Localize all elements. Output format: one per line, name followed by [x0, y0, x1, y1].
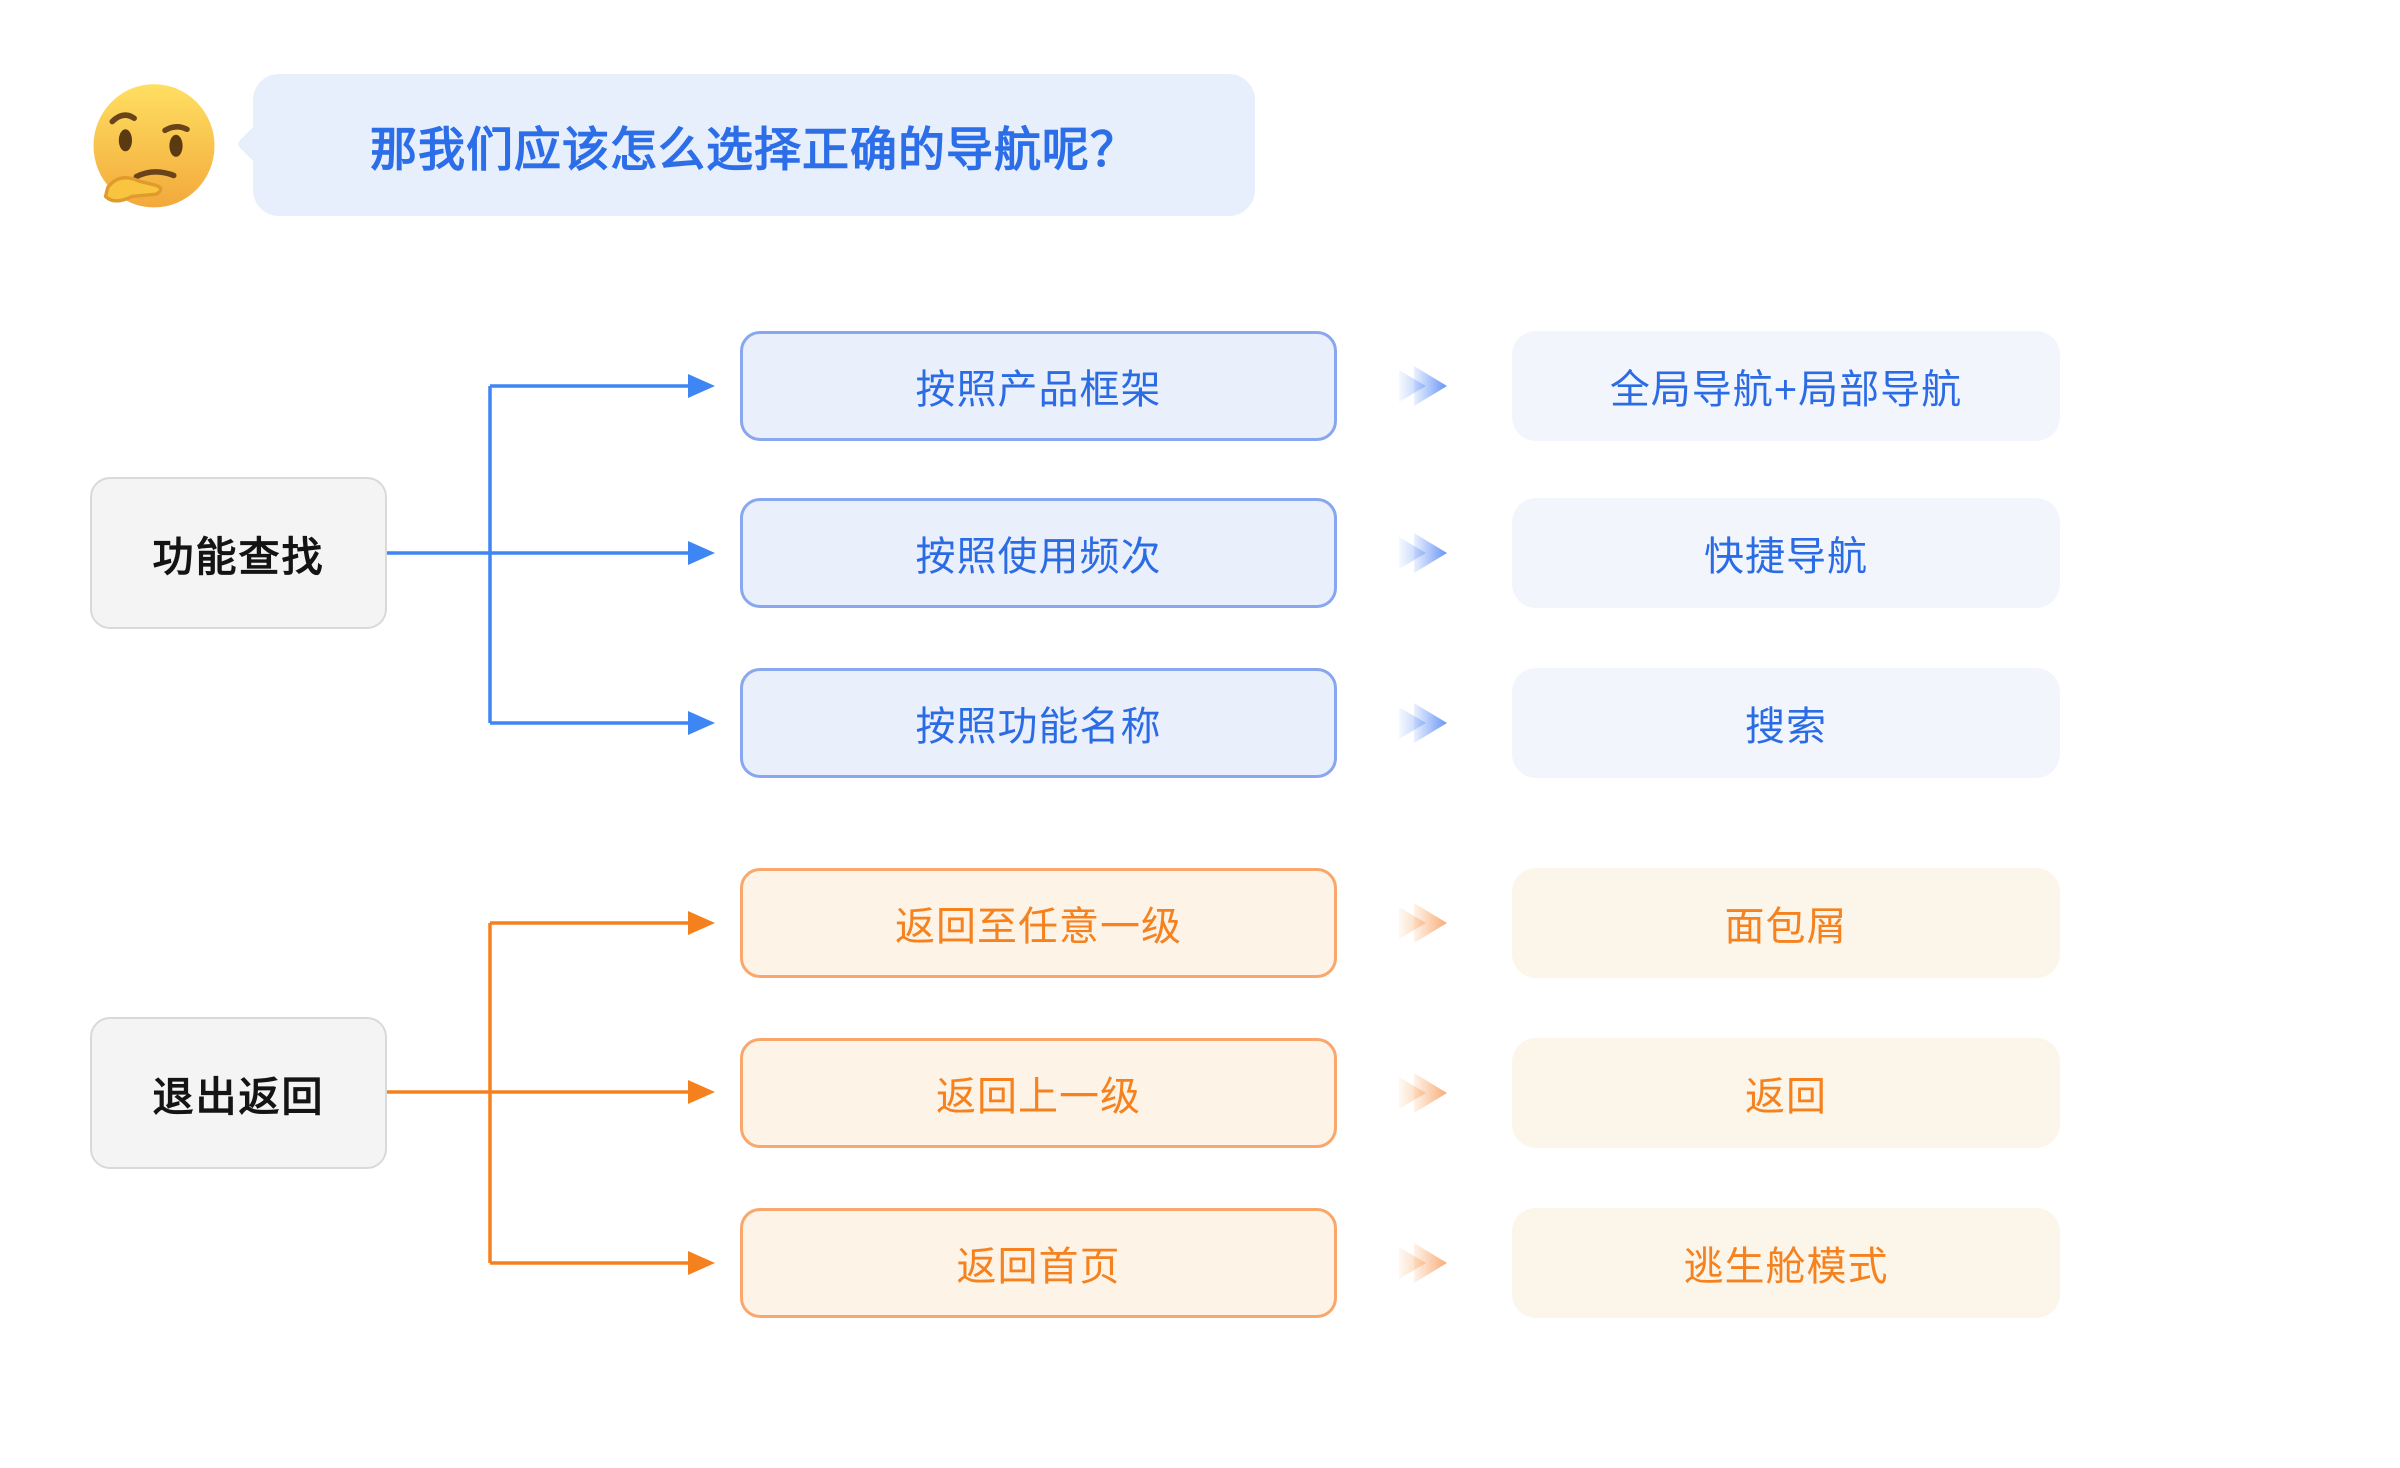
chevron-triangle: [1414, 703, 1447, 743]
method-box: 按照使用频次: [740, 498, 1337, 608]
method-label: 按照产品框架: [915, 368, 1162, 412]
row-function-name: 按照功能名称 搜索: [0, 668, 2400, 778]
result-box: 搜索: [1512, 668, 2060, 778]
method-box: 按照功能名称: [740, 668, 1337, 778]
row-return-home: 返回首页 逃生舱模式: [0, 1208, 2400, 1318]
double-chevron-icon: [1399, 703, 1447, 743]
method-box: 按照产品框架: [740, 331, 1337, 441]
speech-bubble: 那我们应该怎么选择正确的导航呢？: [253, 74, 1255, 216]
result-label: 快捷导航: [1704, 535, 1868, 579]
double-chevron-icon: [1399, 903, 1447, 943]
method-label: 返回至任意一级: [895, 905, 1182, 949]
method-label: 按照功能名称: [915, 705, 1162, 749]
method-label: 按照使用频次: [915, 535, 1162, 579]
category-box-function-find: 功能查找: [90, 477, 387, 629]
method-box: 返回上一级: [740, 1038, 1337, 1148]
category-label: 功能查找: [152, 534, 325, 580]
method-box: 返回首页: [740, 1208, 1337, 1318]
result-label: 搜索: [1745, 705, 1827, 749]
result-box: 返回: [1512, 1038, 2060, 1148]
chevron-triangle: [1414, 1073, 1447, 1113]
chevron-triangle: [1414, 1243, 1447, 1283]
row-product-framework: 按照产品框架 全局导航+局部导航: [0, 331, 2400, 441]
thinking-face-emoji: [88, 80, 220, 216]
result-label: 返回: [1745, 1075, 1827, 1119]
category-box-exit-return: 退出返回: [90, 1017, 387, 1169]
row-return-previous-level: 返回上一级 返回: [0, 1038, 2400, 1148]
result-label: 逃生舱模式: [1683, 1245, 1889, 1289]
thinking-face-icon: [93, 84, 215, 208]
double-chevron-icon: [1399, 366, 1447, 406]
chevron-triangle: [1414, 366, 1447, 406]
method-label: 返回上一级: [936, 1075, 1141, 1119]
row-usage-frequency: 按照使用频次 快捷导航: [0, 498, 2400, 608]
result-box: 全局导航+局部导航: [1512, 331, 2060, 441]
speech-bubble-text: 那我们应该怎么选择正确的导航呢？: [370, 122, 1138, 176]
result-box: 面包屑: [1512, 868, 2060, 978]
result-label: 全局导航+局部导航: [1609, 368, 1963, 412]
result-box: 快捷导航: [1512, 498, 2060, 608]
row-return-any-level: 返回至任意一级 面包屑: [0, 868, 2400, 978]
chevron-triangle: [1414, 533, 1447, 573]
category-label: 退出返回: [152, 1074, 325, 1120]
method-label: 返回首页: [956, 1245, 1121, 1289]
chevron-triangle: [1414, 903, 1447, 943]
double-chevron-icon: [1399, 533, 1447, 573]
double-chevron-icon: [1399, 1073, 1447, 1113]
result-label: 面包屑: [1724, 905, 1848, 949]
method-box: 返回至任意一级: [740, 868, 1337, 978]
result-box: 逃生舱模式: [1512, 1208, 2060, 1318]
double-chevron-icon: [1399, 1243, 1447, 1283]
